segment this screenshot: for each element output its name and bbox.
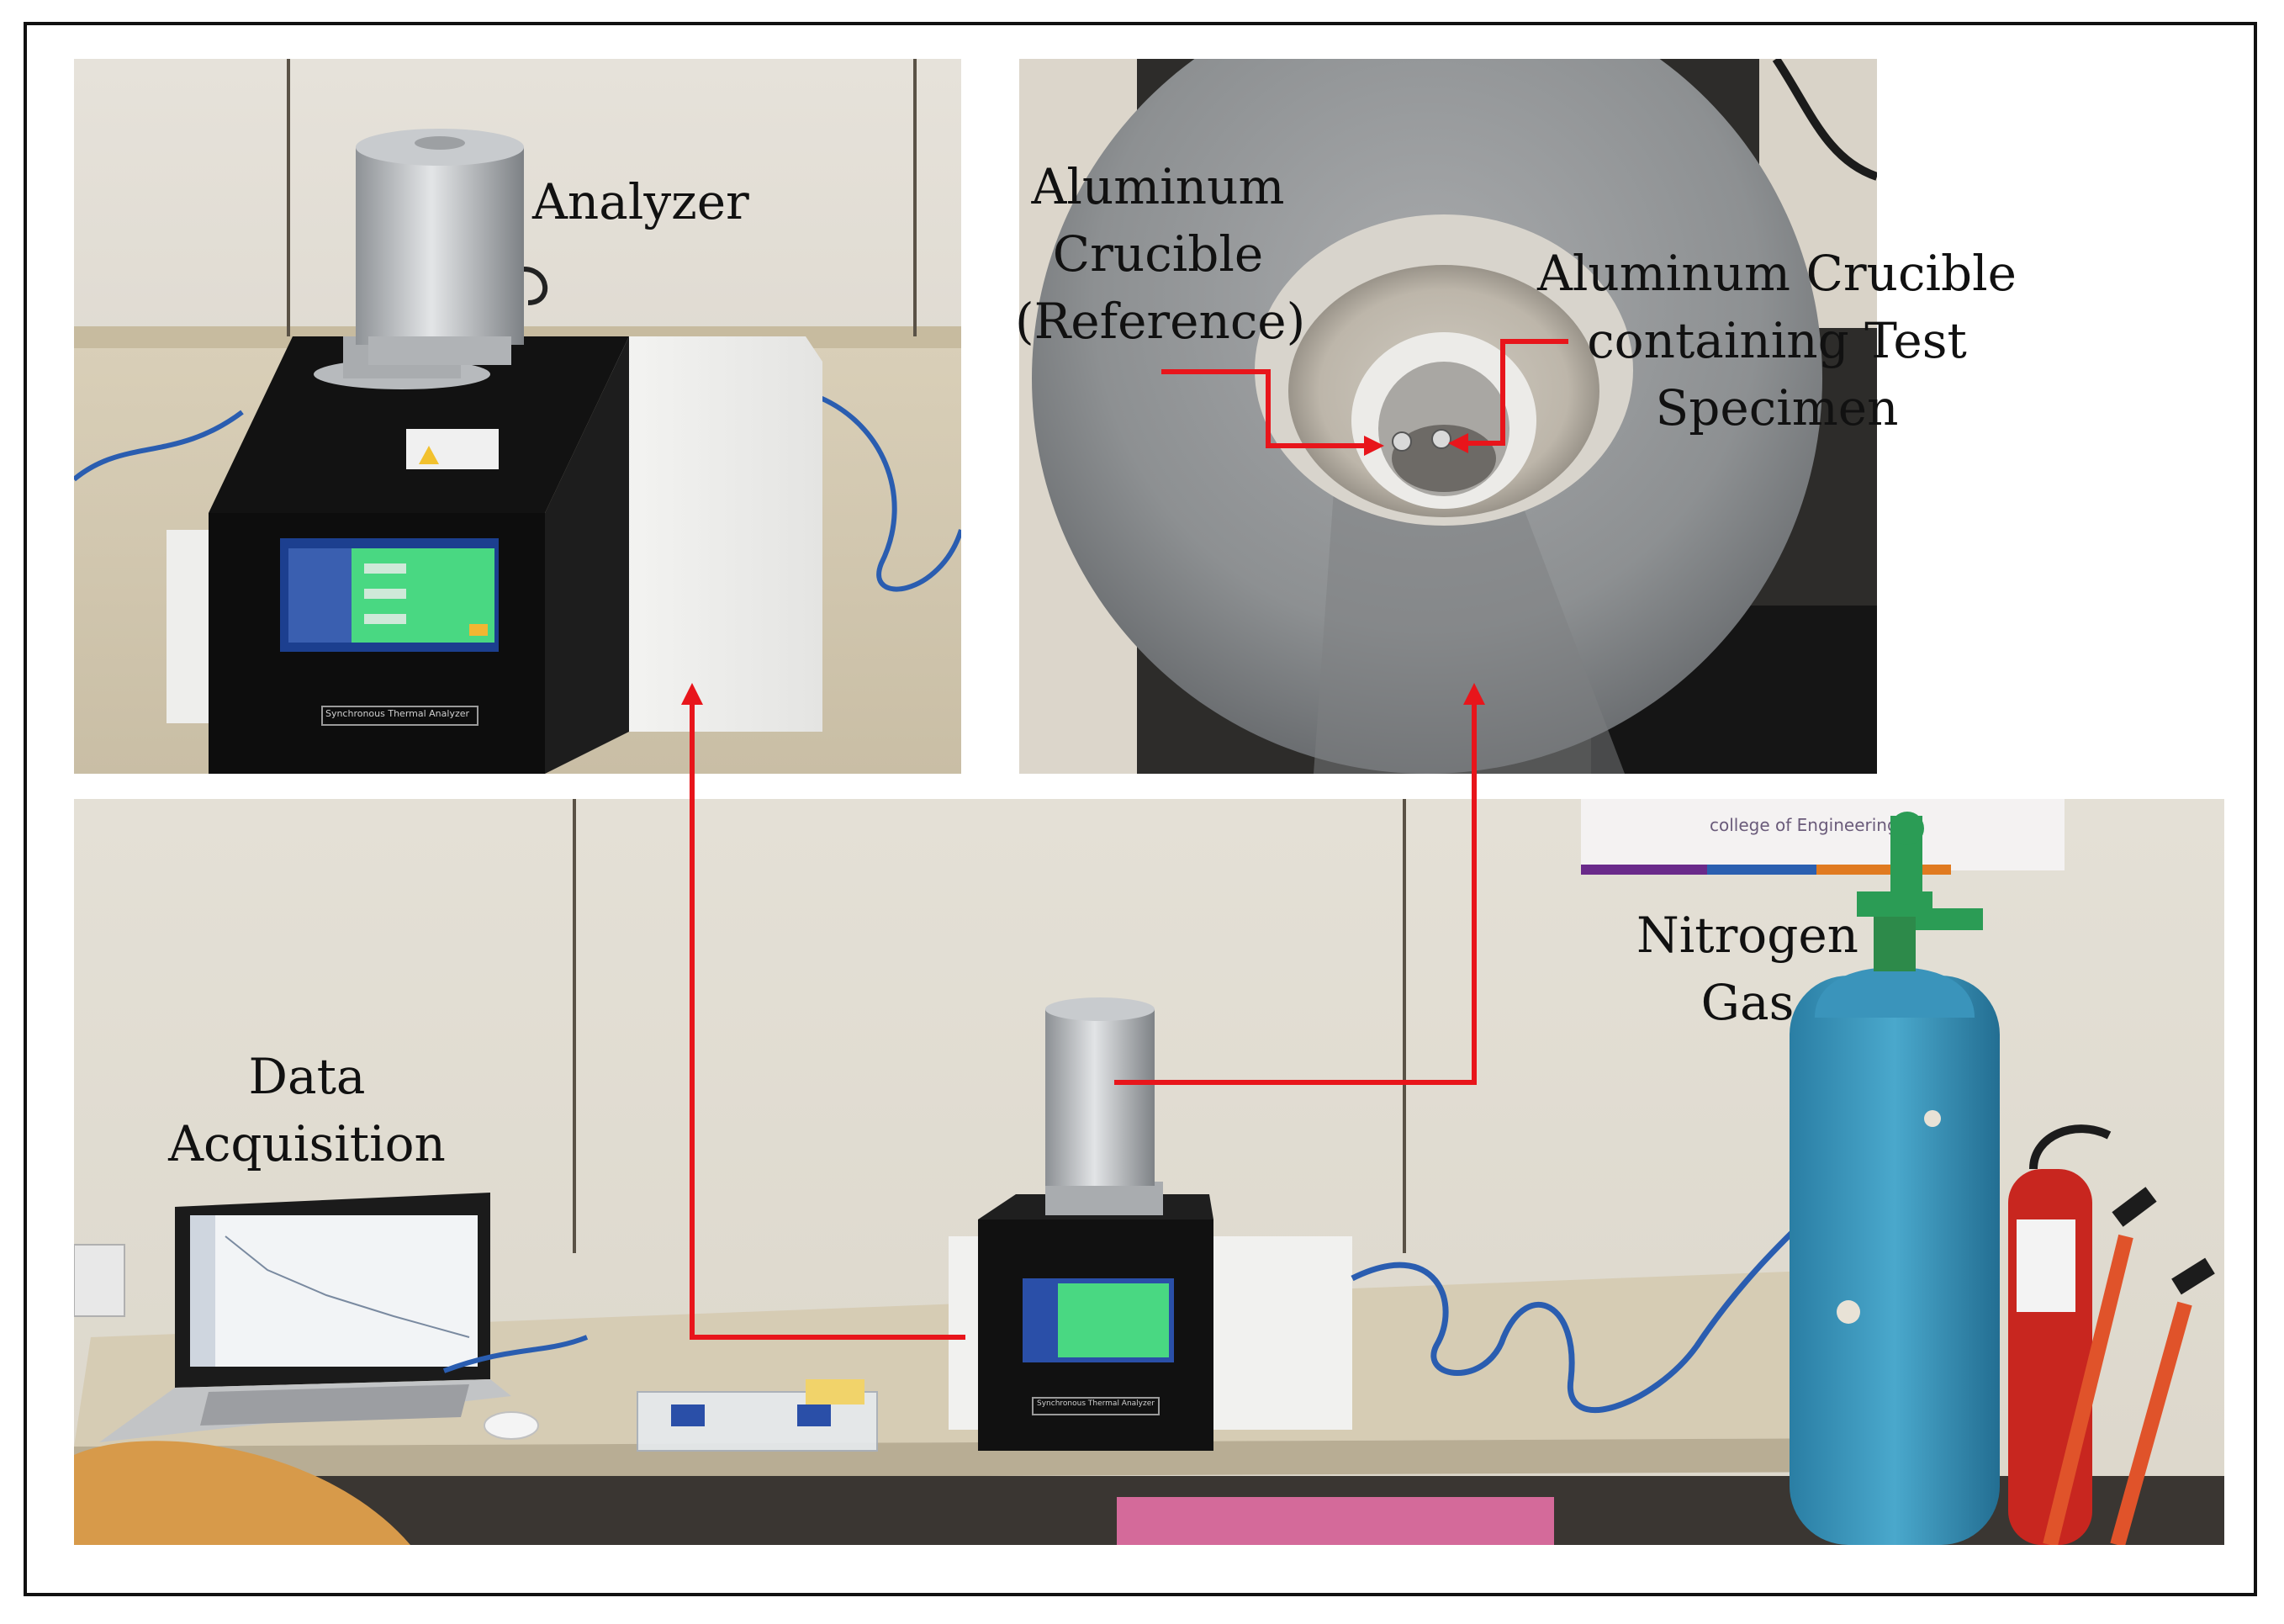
analyzer-arrowhead bbox=[681, 683, 703, 705]
test-crucible-label: Aluminum Crucible containing Test Specim… bbox=[1520, 240, 2033, 442]
nitrogen-gas-label: Nitrogen Gas bbox=[1626, 902, 1869, 1036]
specimen-arrow bbox=[1463, 339, 1568, 446]
reference-label-line-1: Aluminum bbox=[1031, 158, 1285, 215]
nitrogen-label-line-2: Gas bbox=[1700, 974, 1795, 1032]
specimen-arrowhead bbox=[1448, 433, 1468, 453]
data-acquisition-label: Data Acquisition bbox=[151, 1043, 463, 1177]
test-label-line-1: Aluminum Crucible bbox=[1537, 245, 2017, 302]
analyzer-connector bbox=[690, 698, 965, 1340]
crucible-photo bbox=[1019, 59, 1877, 774]
analyzer-photo bbox=[74, 59, 961, 774]
test-label-line-3: Specimen bbox=[1655, 379, 1899, 437]
nitrogen-label-line-1: Nitrogen bbox=[1636, 907, 1859, 964]
data-acquisition-line-2: Acquisition bbox=[168, 1115, 446, 1173]
analyzer-label-text: Analyzer bbox=[532, 173, 749, 230]
crucible-connector bbox=[1114, 698, 1477, 1085]
reference-label-line-3: (Reference) bbox=[1015, 293, 1306, 351]
figure-frame bbox=[24, 22, 2257, 1596]
analyzer-label: Analyzer bbox=[532, 168, 749, 235]
instrument-plate-text: Synchronous Thermal Analyzer bbox=[325, 708, 470, 719]
instrument-plate-text-small: Synchronous Thermal Analyzer bbox=[1037, 1399, 1155, 1408]
data-acquisition-line-1: Data bbox=[248, 1048, 366, 1105]
test-label-line-2: containing Test bbox=[1587, 312, 1967, 370]
crucible-arrowhead bbox=[1463, 683, 1485, 705]
wall-sign-text: college of Engineering bbox=[1710, 815, 1898, 835]
reference-arrow bbox=[1161, 369, 1369, 448]
reference-arrowhead bbox=[1364, 436, 1384, 456]
setup-photo: college of Engineering bbox=[74, 799, 2224, 1545]
reference-crucible-label: Aluminum Crucible (Reference) bbox=[1015, 153, 1306, 355]
reference-label-line-2: Crucible bbox=[1052, 225, 1264, 283]
